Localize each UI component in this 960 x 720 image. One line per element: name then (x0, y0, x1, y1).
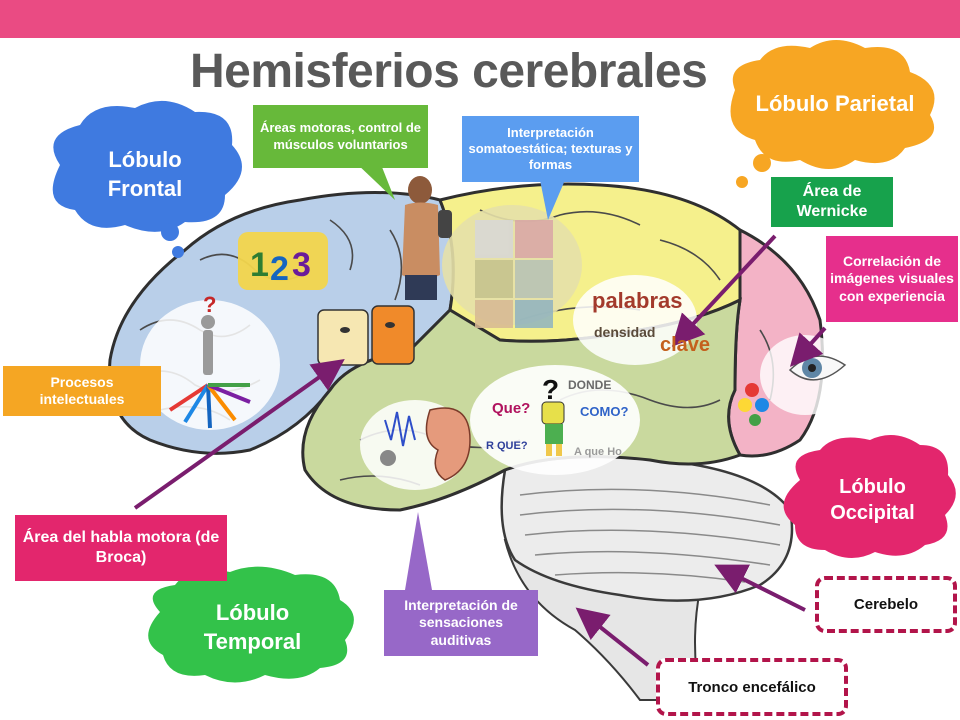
svg-text:3: 3 (292, 246, 311, 284)
word-como: COMO? (580, 404, 629, 419)
temporal-cloud (148, 566, 354, 683)
numbers-icon: 1 2 3 (238, 232, 328, 290)
occipital-cloud (783, 435, 956, 559)
word-aque: A que Ho (574, 446, 622, 458)
cerebellum-folds (519, 488, 781, 583)
senses-icon-grid (475, 220, 553, 328)
word-palabras: palabras (592, 288, 683, 313)
svg-text:?: ? (203, 292, 216, 317)
parietal-cloud (730, 40, 935, 188)
label-lobulo-occipital: Lóbulo Occipital (830, 476, 915, 524)
box-tronco-encefalico: Tronco encefálico (656, 658, 848, 716)
pointer-arrows (133, 234, 827, 667)
box-sensaciones-auditivas: Interpretación de sensaciones auditivas (384, 590, 538, 656)
box-area-broca: Área del habla motora (de Broca) (15, 515, 227, 581)
ear-icon (380, 407, 471, 481)
box-interpretacion-somatoestatica: Interpretación somatoestática; texturas … (462, 116, 639, 182)
frontal-cloud (52, 100, 242, 258)
word-donde: DONDE (568, 378, 612, 392)
page-title: Hemisferios cerebrales (190, 45, 708, 98)
word-porque: R QUE? (486, 440, 528, 452)
label-lobulo-parietal: Lóbulo Parietal (755, 91, 915, 117)
thinking-person-icon: ? (168, 292, 251, 429)
athlete-icon (402, 176, 452, 300)
box-area-wernicke: Área de Wernicke (771, 177, 893, 227)
talking-faces-icon (317, 305, 415, 366)
label-lobulo-frontal: Lóbulo Frontal (107, 147, 183, 201)
word-clave: clave (660, 334, 711, 356)
word-question-mark: ? (542, 374, 560, 405)
label-lobulo-temporal: Lóbulo Temporal (203, 599, 302, 654)
box-procesos-intelectuales: Procesos intelectuales (3, 366, 161, 416)
auditivas-tail (405, 512, 432, 590)
color-wheel-icon (738, 383, 769, 426)
motor-tail (355, 162, 395, 200)
svg-text:1: 1 (250, 246, 269, 284)
words-glow (573, 275, 697, 365)
header-bar (0, 0, 960, 38)
box-correlacion-visual: Correlación de imágenes visuales con exp… (826, 236, 958, 322)
word-que: Que? (492, 400, 531, 417)
question-child-icon (541, 401, 565, 456)
somato-tail (540, 180, 565, 220)
box-cerebelo: Cerebelo (815, 576, 957, 633)
box-areas-motoras: Áreas motoras, control de músculos volun… (253, 105, 428, 168)
word-densidad: densidad (594, 324, 656, 340)
svg-text:2: 2 (270, 250, 289, 288)
